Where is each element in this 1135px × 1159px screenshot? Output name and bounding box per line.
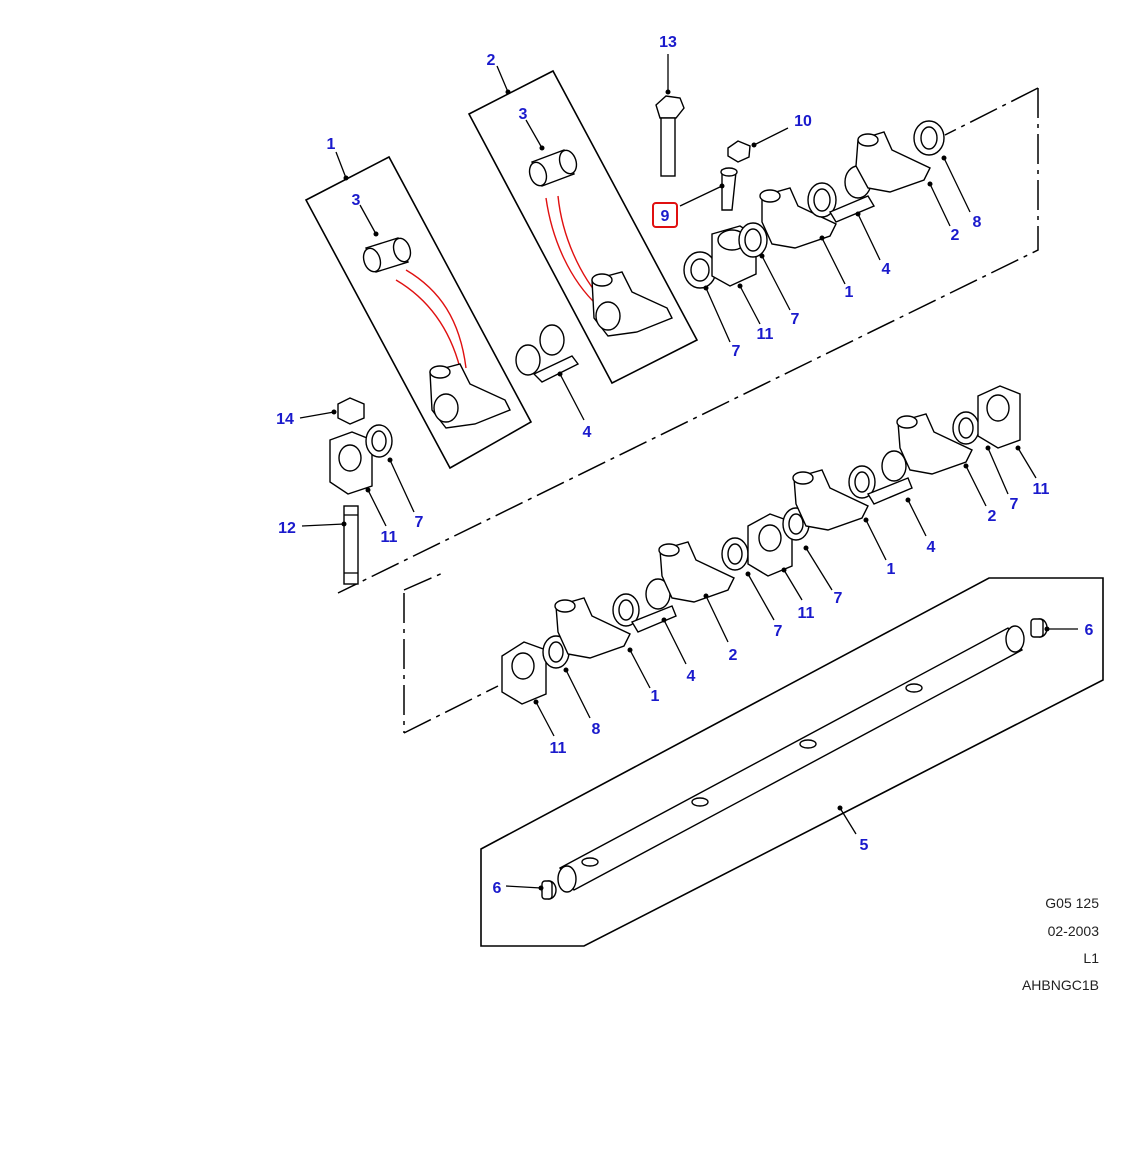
callout-2[interactable]: 2 [487,52,496,69]
callout-7[interactable]: 7 [732,343,741,360]
callout-labels: 1 2 3 3 13 10 9 8 2 4 1 7 11 7 4 14 12 1… [276,34,1093,897]
callout-7[interactable]: 7 [791,311,800,328]
callout-7[interactable]: 7 [834,590,843,607]
callout-13[interactable]: 13 [659,34,677,51]
fitment-line [405,269,467,369]
rocker-arm-icon [429,363,511,429]
fitment-line [545,197,599,307]
callout-8[interactable]: 8 [592,721,601,738]
callout-7[interactable]: 7 [774,623,783,640]
callout-11[interactable]: 11 [757,326,774,343]
shaft-plug-icon [541,880,557,900]
callout-6[interactable]: 6 [1085,622,1094,639]
callout-11[interactable]: 11 [798,605,815,622]
drawing-number: G05 125 [1045,895,1099,911]
bush-icon [528,149,578,187]
shaft-plug-icon [1030,618,1048,638]
spring-clip-icon [515,324,580,383]
callout-8[interactable]: 8 [973,214,982,231]
callout-4[interactable]: 4 [687,668,696,685]
nut-icon [727,140,751,163]
callout-11[interactable]: 11 [1033,481,1050,498]
ring-icon [365,424,393,458]
inset-box-rocker-assembly-1 [304,155,533,470]
pedestal-icon [329,431,373,495]
callout-1[interactable]: 1 [845,284,854,301]
callout-2[interactable]: 2 [988,508,997,525]
callout-9[interactable]: 9 [661,208,670,225]
cap-nut-icon [337,397,365,425]
leader-dots [331,89,1050,891]
callout-11[interactable]: 11 [381,529,398,546]
callout-3[interactable]: 3 [519,106,528,123]
callout-14[interactable]: 14 [276,411,294,428]
revision-date: 02-2003 [1047,923,1099,939]
assembly-boundary-dashed [337,87,1039,734]
illustration-code: AHBNGC1B [1021,977,1099,993]
rocker-shaft-icon [557,625,1025,893]
callout-2[interactable]: 2 [951,227,960,244]
inset-box-rocker-assembly-2 [467,69,699,385]
callout-1[interactable]: 1 [327,136,336,153]
adjusting-screw-icon [720,167,738,211]
fitment-line [395,279,461,369]
highlight-box [652,202,678,228]
callout-7[interactable]: 7 [1010,496,1019,513]
bolt-icon [655,95,685,177]
inset-box-rocker-shaft [480,577,1104,947]
callout-1[interactable]: 1 [887,561,896,578]
callout-1[interactable]: 1 [651,688,660,705]
callout-10[interactable]: 10 [794,113,812,130]
callout-6[interactable]: 6 [493,880,502,897]
callout-5[interactable]: 5 [860,837,869,854]
callout-2[interactable]: 2 [729,647,738,664]
illustration-level: L1 [1083,950,1099,966]
callout-12[interactable]: 12 [278,520,296,537]
callout-4[interactable]: 4 [882,261,891,278]
callout-4[interactable]: 4 [583,424,592,441]
leader-lines [299,54,1078,889]
bush-icon [362,237,412,273]
lower-rocker-row [501,385,1021,705]
callout-3[interactable]: 3 [352,192,361,209]
upper-rocker-row [683,120,945,289]
stud-icon [343,505,359,585]
callout-11[interactable]: 11 [550,740,567,757]
rocker-arm-icon [591,271,673,337]
callout-7[interactable]: 7 [415,514,424,531]
callout-4[interactable]: 4 [927,539,936,556]
